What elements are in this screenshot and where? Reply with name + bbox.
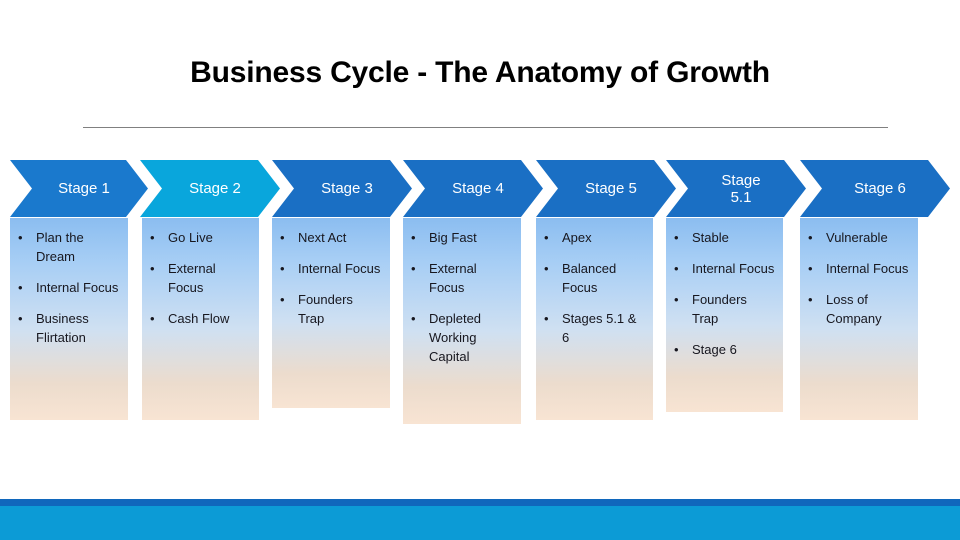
stage-content-panel-3: • Next Act • Internal Focus • Founders Trap [272,218,390,408]
bullet-dot-icon: • [18,280,23,295]
bullet-dot-icon: • [808,261,813,276]
stage-header-chevron-3[interactable]: Stage 3 [272,160,412,217]
bullet-dot-icon: • [674,261,679,276]
bullet-label: Balanced Focus [562,261,617,295]
stage-header-label: Stage 5.1 [721,171,761,206]
bullet-label: Founders Trap [298,292,353,326]
stage-content-panel-2: • Go Live • External Focus • Cash Flow [142,218,259,420]
bullet-dot-icon: • [544,311,549,326]
bullet-label: Next Act [298,230,347,245]
bullet-dot-icon: • [411,230,416,245]
list-item: • Stable [672,228,777,247]
footer-bar [0,506,960,540]
page-title: Business Cycle - The Anatomy of Growth [190,56,770,89]
list-item: • Business Flirtation [16,309,122,347]
stage-content-panel-6: • Stable • Internal Focus • Founders Trap • Sta… [666,218,783,412]
stage-content-panel-5: • Apex • Balanced Focus • Stages 5.1 & 6 [536,218,653,420]
stage-header-label: Stage 5 [585,180,637,197]
list-item: • Stage 6 [672,340,777,359]
bullet-label: Internal Focus [826,261,909,276]
bullet-dot-icon: • [674,292,679,307]
stage-header-label: Stage 3 [321,180,373,197]
list-item: • Internal Focus [278,259,384,278]
bullet-dot-icon: • [18,230,23,245]
stage-header-chevron-4[interactable]: Stage 4 [403,160,543,217]
bullet-label: Internal Focus [298,261,381,276]
stage-header-label: Stage 1 [58,180,110,197]
bullet-label: Stage 6 [692,342,737,357]
bullet-dot-icon: • [411,261,416,276]
list-item: • Go Live [148,228,253,247]
list-item: • Next Act [278,228,384,247]
list-item: • Founders Trap [672,290,777,328]
list-item: • Internal Focus [806,259,912,278]
list-item: • Stages 5.1 & 6 [542,309,647,347]
bullet-label: Plan the Dream [36,230,84,264]
bullet-label: Vulnerable [826,230,888,245]
bullet-label: External Focus [429,261,477,295]
bullet-label: Stages 5.1 & 6 [562,311,637,345]
stage-header-label: Stage 2 [189,180,241,197]
stage-header-chevron-1[interactable]: Stage 1 [10,160,148,217]
bullet-dot-icon: • [150,230,155,245]
stage-header-chevron-7[interactable]: Stage 6 [800,160,950,217]
list-item: • Apex [542,228,647,247]
bullet-dot-icon: • [280,292,285,307]
list-item: • Balanced Focus [542,259,647,297]
bullet-dot-icon: • [150,311,155,326]
bullet-label: Internal Focus [692,261,775,276]
bullet-label: Cash Flow [168,311,230,326]
bullet-label: Loss of Company [826,292,882,326]
stage-header-label: Stage 4 [452,180,504,197]
list-item: • External Focus [409,259,515,297]
list-item: • Cash Flow [148,309,253,328]
list-item: • Plan the Dream [16,228,122,266]
bullet-label: Business Flirtation [36,311,89,345]
list-item: • Internal Focus [672,259,777,278]
bullet-label: Big Fast [429,230,477,245]
bullet-dot-icon: • [808,292,813,307]
footer-accent-strip [0,499,960,506]
bullet-dot-icon: • [18,311,23,326]
list-item: • Loss of Company [806,290,912,328]
list-item: • Founders Trap [278,290,384,328]
bullet-label: Depleted Working Capital [429,311,482,364]
bullet-dot-icon: • [674,230,679,245]
bullet-dot-icon: • [150,261,155,276]
title-divider [83,127,888,128]
bullet-dot-icon: • [280,230,285,245]
bullet-label: Apex [562,230,592,245]
bullet-dot-icon: • [411,311,416,326]
bullet-dot-icon: • [544,230,549,245]
stage-header-chevron-6[interactable]: Stage 5.1 [666,160,806,217]
bullet-dot-icon: • [674,342,679,357]
list-item: • External Focus [148,259,253,297]
bullet-dot-icon: • [280,261,285,276]
bullet-label: Founders Trap [692,292,747,326]
bullet-label: Go Live [168,230,213,245]
list-item: • Depleted Working Capital [409,309,515,366]
stage-content-panel-7: • Vulnerable • Internal Focus • Loss of Compa… [800,218,918,420]
bullet-label: Stable [692,230,729,245]
stage-content-panel-4: • Big Fast • External Focus • Depleted Workin… [403,218,521,424]
list-item: • Big Fast [409,228,515,247]
list-item: • Internal Focus [16,278,122,297]
stage-header-chevron-2[interactable]: Stage 2 [140,160,280,217]
stage-header-row: Stage 1 Stage 2 Stage 3 Stage 4 Stage 5 Stage… [0,160,960,217]
bullet-dot-icon: • [808,230,813,245]
bullet-dot-icon: • [544,261,549,276]
stage-content-panel-1: • Plan the Dream • Internal Focus • Business … [10,218,128,420]
stage-header-label: Stage 6 [854,180,906,197]
list-item: • Vulnerable [806,228,912,247]
bullet-label: External Focus [168,261,216,295]
stage-header-chevron-5[interactable]: Stage 5 [536,160,676,217]
bullet-label: Internal Focus [36,280,119,295]
